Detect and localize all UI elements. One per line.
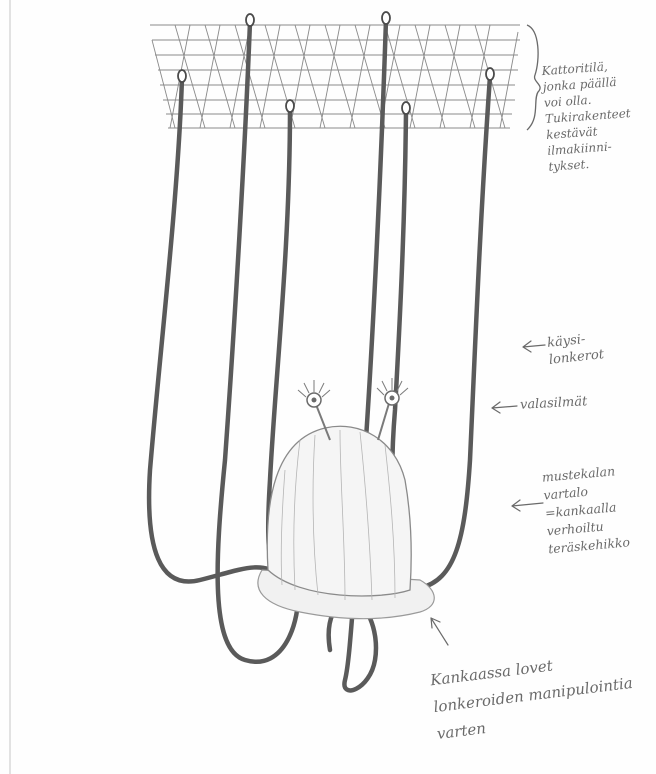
arrow-eyes [492,402,517,413]
roof-grid [150,25,520,128]
hook-loop [486,68,494,80]
arrow-cuts [431,618,448,645]
body-annotation: mustekalan vartalo =kankaalla verhoiltu … [541,462,631,559]
arrow-body [512,500,543,511]
eyes-annotation: valasilmät [520,393,588,413]
body-dome [267,426,411,596]
tentacle-far-left [149,78,280,582]
hook-loop [382,12,390,24]
hook-loop [178,70,186,82]
hook-loop [402,102,410,114]
roof-annotation: Kattoritilä, jonka päällä voi olla. Tuki… [541,57,634,175]
octopus-body [258,426,434,619]
annotation-arrows [431,341,545,645]
tentacles-annotation: käysi- lonkerot [546,329,604,369]
hook-loop [246,14,254,26]
hook-loop [286,100,294,112]
arrow-tentacles [523,341,545,352]
roof-brace [527,25,540,130]
eyes-annotation-line: valasilmät [520,393,588,413]
